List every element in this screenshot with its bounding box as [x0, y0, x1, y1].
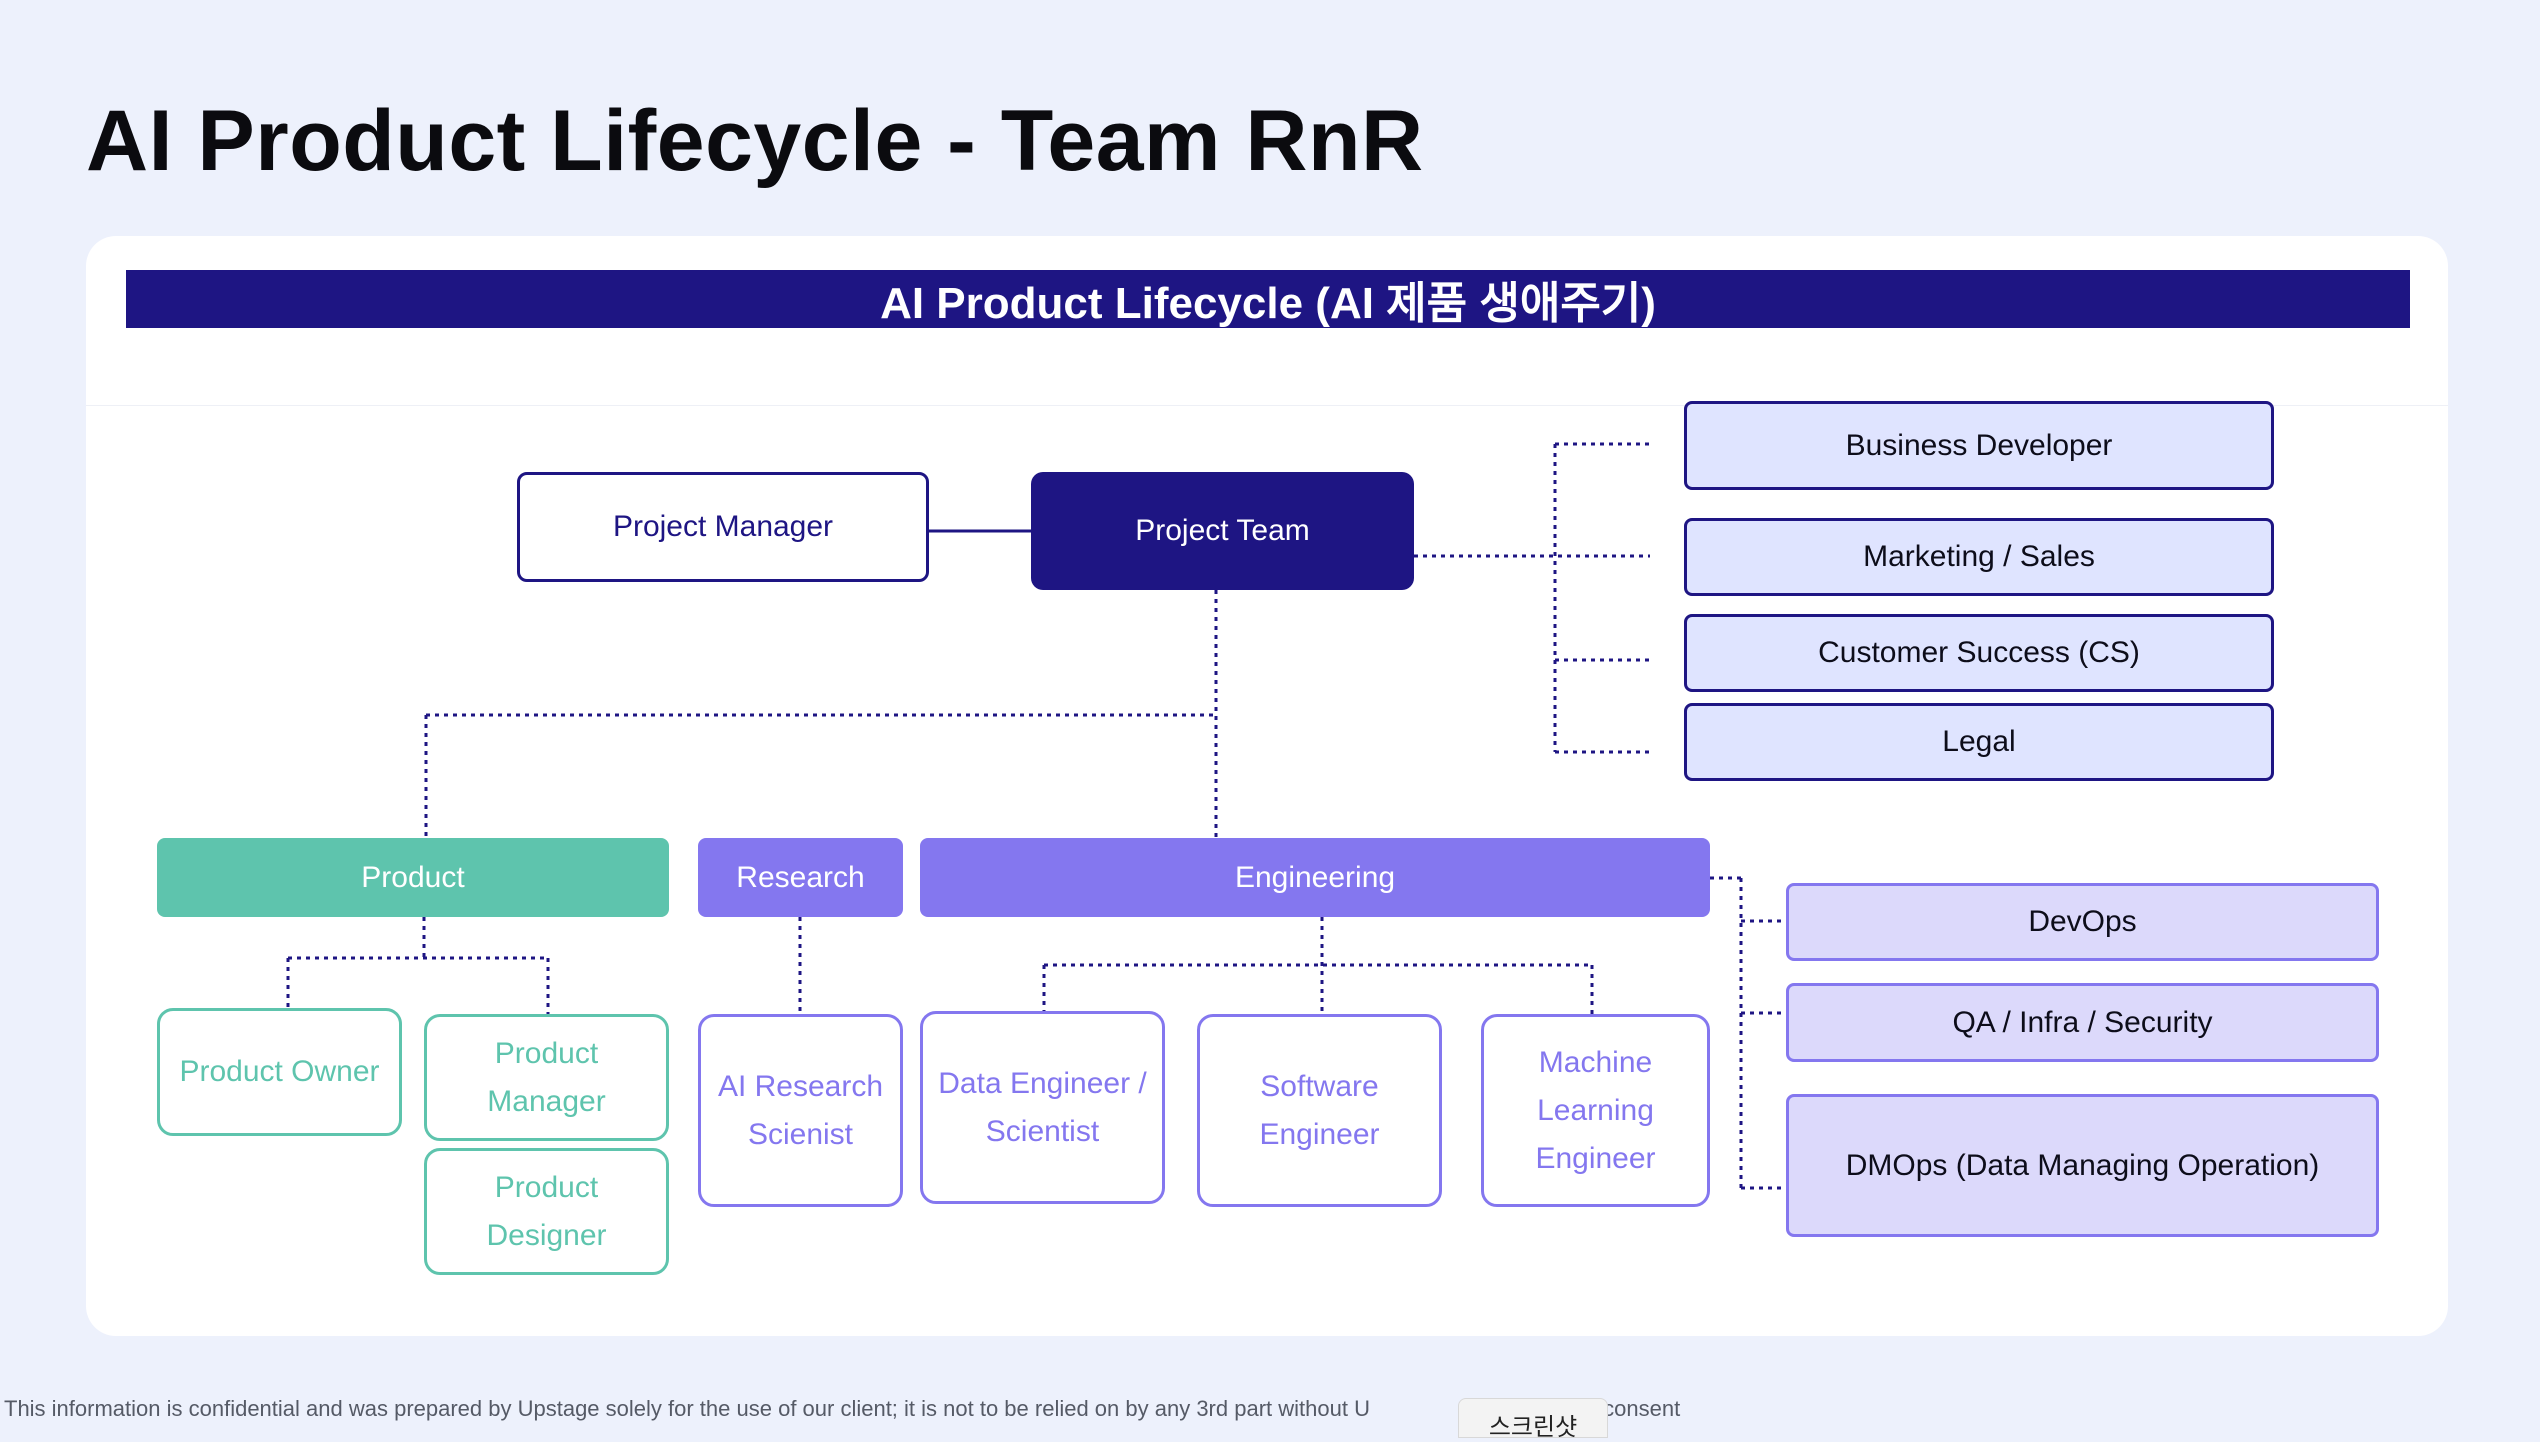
- marketing-sales-box: Marketing / Sales: [1684, 518, 2274, 596]
- ml-engineer-box: Machine Learning Engineer: [1481, 1014, 1710, 1207]
- product-manager-box: Product Manager: [424, 1014, 669, 1141]
- dmops-box: DMOps (Data Managing Operation): [1786, 1094, 2379, 1237]
- diagram-banner: AI Product Lifecycle (AI 제품 생애주기): [126, 270, 2410, 328]
- data-engineer-box: Data Engineer / Scientist: [920, 1011, 1165, 1204]
- devops-box: DevOps: [1786, 883, 2379, 961]
- ai-research-scientist-box: AI Research Scienist: [698, 1014, 903, 1207]
- software-engineer-box: Software Engineer: [1197, 1014, 1442, 1207]
- divider: [86, 405, 2448, 406]
- project-manager-box: Project Manager: [517, 472, 929, 582]
- business-developer-box: Business Developer: [1684, 401, 2274, 490]
- legal-box: Legal: [1684, 703, 2274, 781]
- qa-infra-security-box: QA / Infra / Security: [1786, 983, 2379, 1062]
- page-title: AI Product Lifecycle - Team RnR: [86, 93, 1424, 189]
- research-group-header: Research: [698, 838, 903, 917]
- project-team-box: Project Team: [1031, 472, 1414, 590]
- engineering-group-header: Engineering: [920, 838, 1710, 917]
- product-owner-box: Product Owner: [157, 1008, 402, 1136]
- screenshot-tab[interactable]: 스크린샷: [1458, 1398, 1608, 1441]
- footer-text: This information is confidential and was…: [4, 1396, 1370, 1421]
- product-group-header: Product: [157, 838, 669, 917]
- product-designer-box: Product Designer: [424, 1148, 669, 1275]
- confidentiality-footer: This information is confidential and was…: [4, 1396, 1680, 1422]
- customer-success-box: Customer Success (CS): [1684, 614, 2274, 692]
